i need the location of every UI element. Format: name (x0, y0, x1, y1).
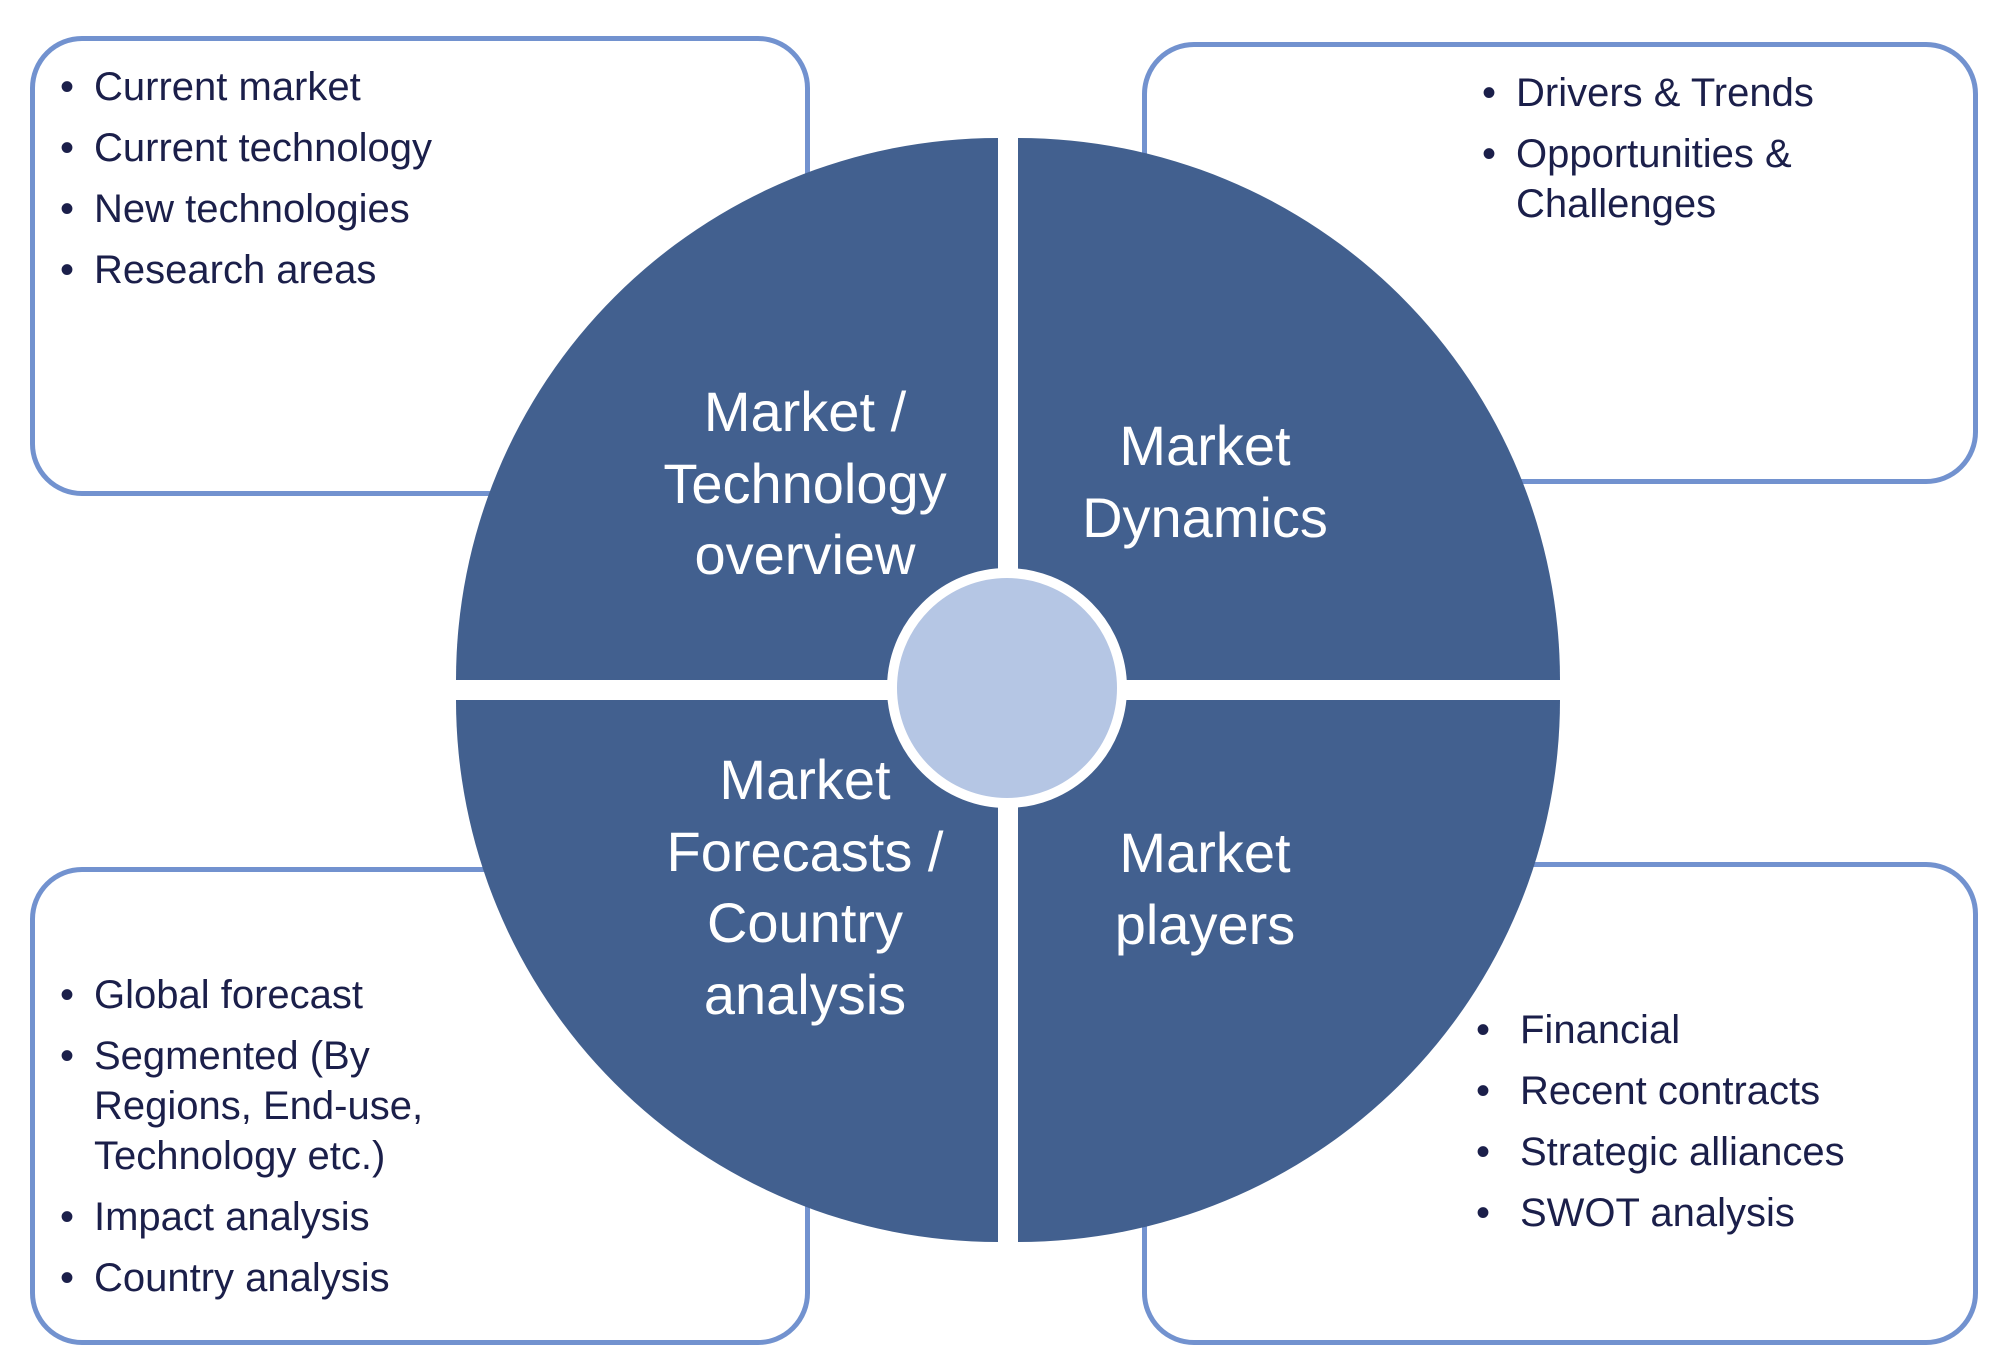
quadrant-top-right (1018, 138, 1560, 680)
forecasts-bullet-list: Global forecast Segmented (By Regions, E… (60, 970, 480, 1314)
bullet-item: Strategic alliances (1476, 1127, 1946, 1177)
bullet-item: Recent contracts (1476, 1066, 1946, 1116)
quadrant-bottom-right (1018, 700, 1560, 1242)
bullet-item: Drivers & Trends (1482, 68, 1952, 118)
bullet-item: Opportunities & Challenges (1482, 129, 1952, 229)
quadrant-bottom-left (456, 700, 998, 1242)
bullet-item: Research areas (60, 245, 780, 295)
bullet-item: Segmented (By Regions, End-use, Technolo… (60, 1031, 480, 1181)
bullet-item: Country analysis (60, 1253, 480, 1303)
bullet-item: New technologies (60, 184, 780, 234)
bullet-item: Current market (60, 62, 780, 112)
quadrant-label-dynamics: Market Dynamics (1082, 414, 1328, 549)
overview-bullet-list: Current market Current technology New te… (60, 62, 780, 306)
bullet-item: SWOT analysis (1476, 1188, 1946, 1238)
dynamics-bullet-list: Drivers & Trends Opportunities & Challen… (1482, 68, 1952, 240)
center-circle (887, 568, 1127, 808)
quadrant-label-overview: Market / Technology overview (663, 380, 947, 587)
quadrant-top-left (456, 138, 998, 680)
bullet-item: Global forecast (60, 970, 480, 1020)
bullet-item: Impact analysis (60, 1192, 480, 1242)
quadrant-label-players: Market players (1114, 821, 1296, 956)
bullet-item: Current technology (60, 123, 780, 173)
players-bullet-list: Financial Recent contracts Strategic all… (1476, 1005, 1946, 1249)
bullet-item: Financial (1476, 1005, 1946, 1055)
quadrant-label-forecasts: Market Forecasts / Country analysis (666, 748, 944, 1027)
